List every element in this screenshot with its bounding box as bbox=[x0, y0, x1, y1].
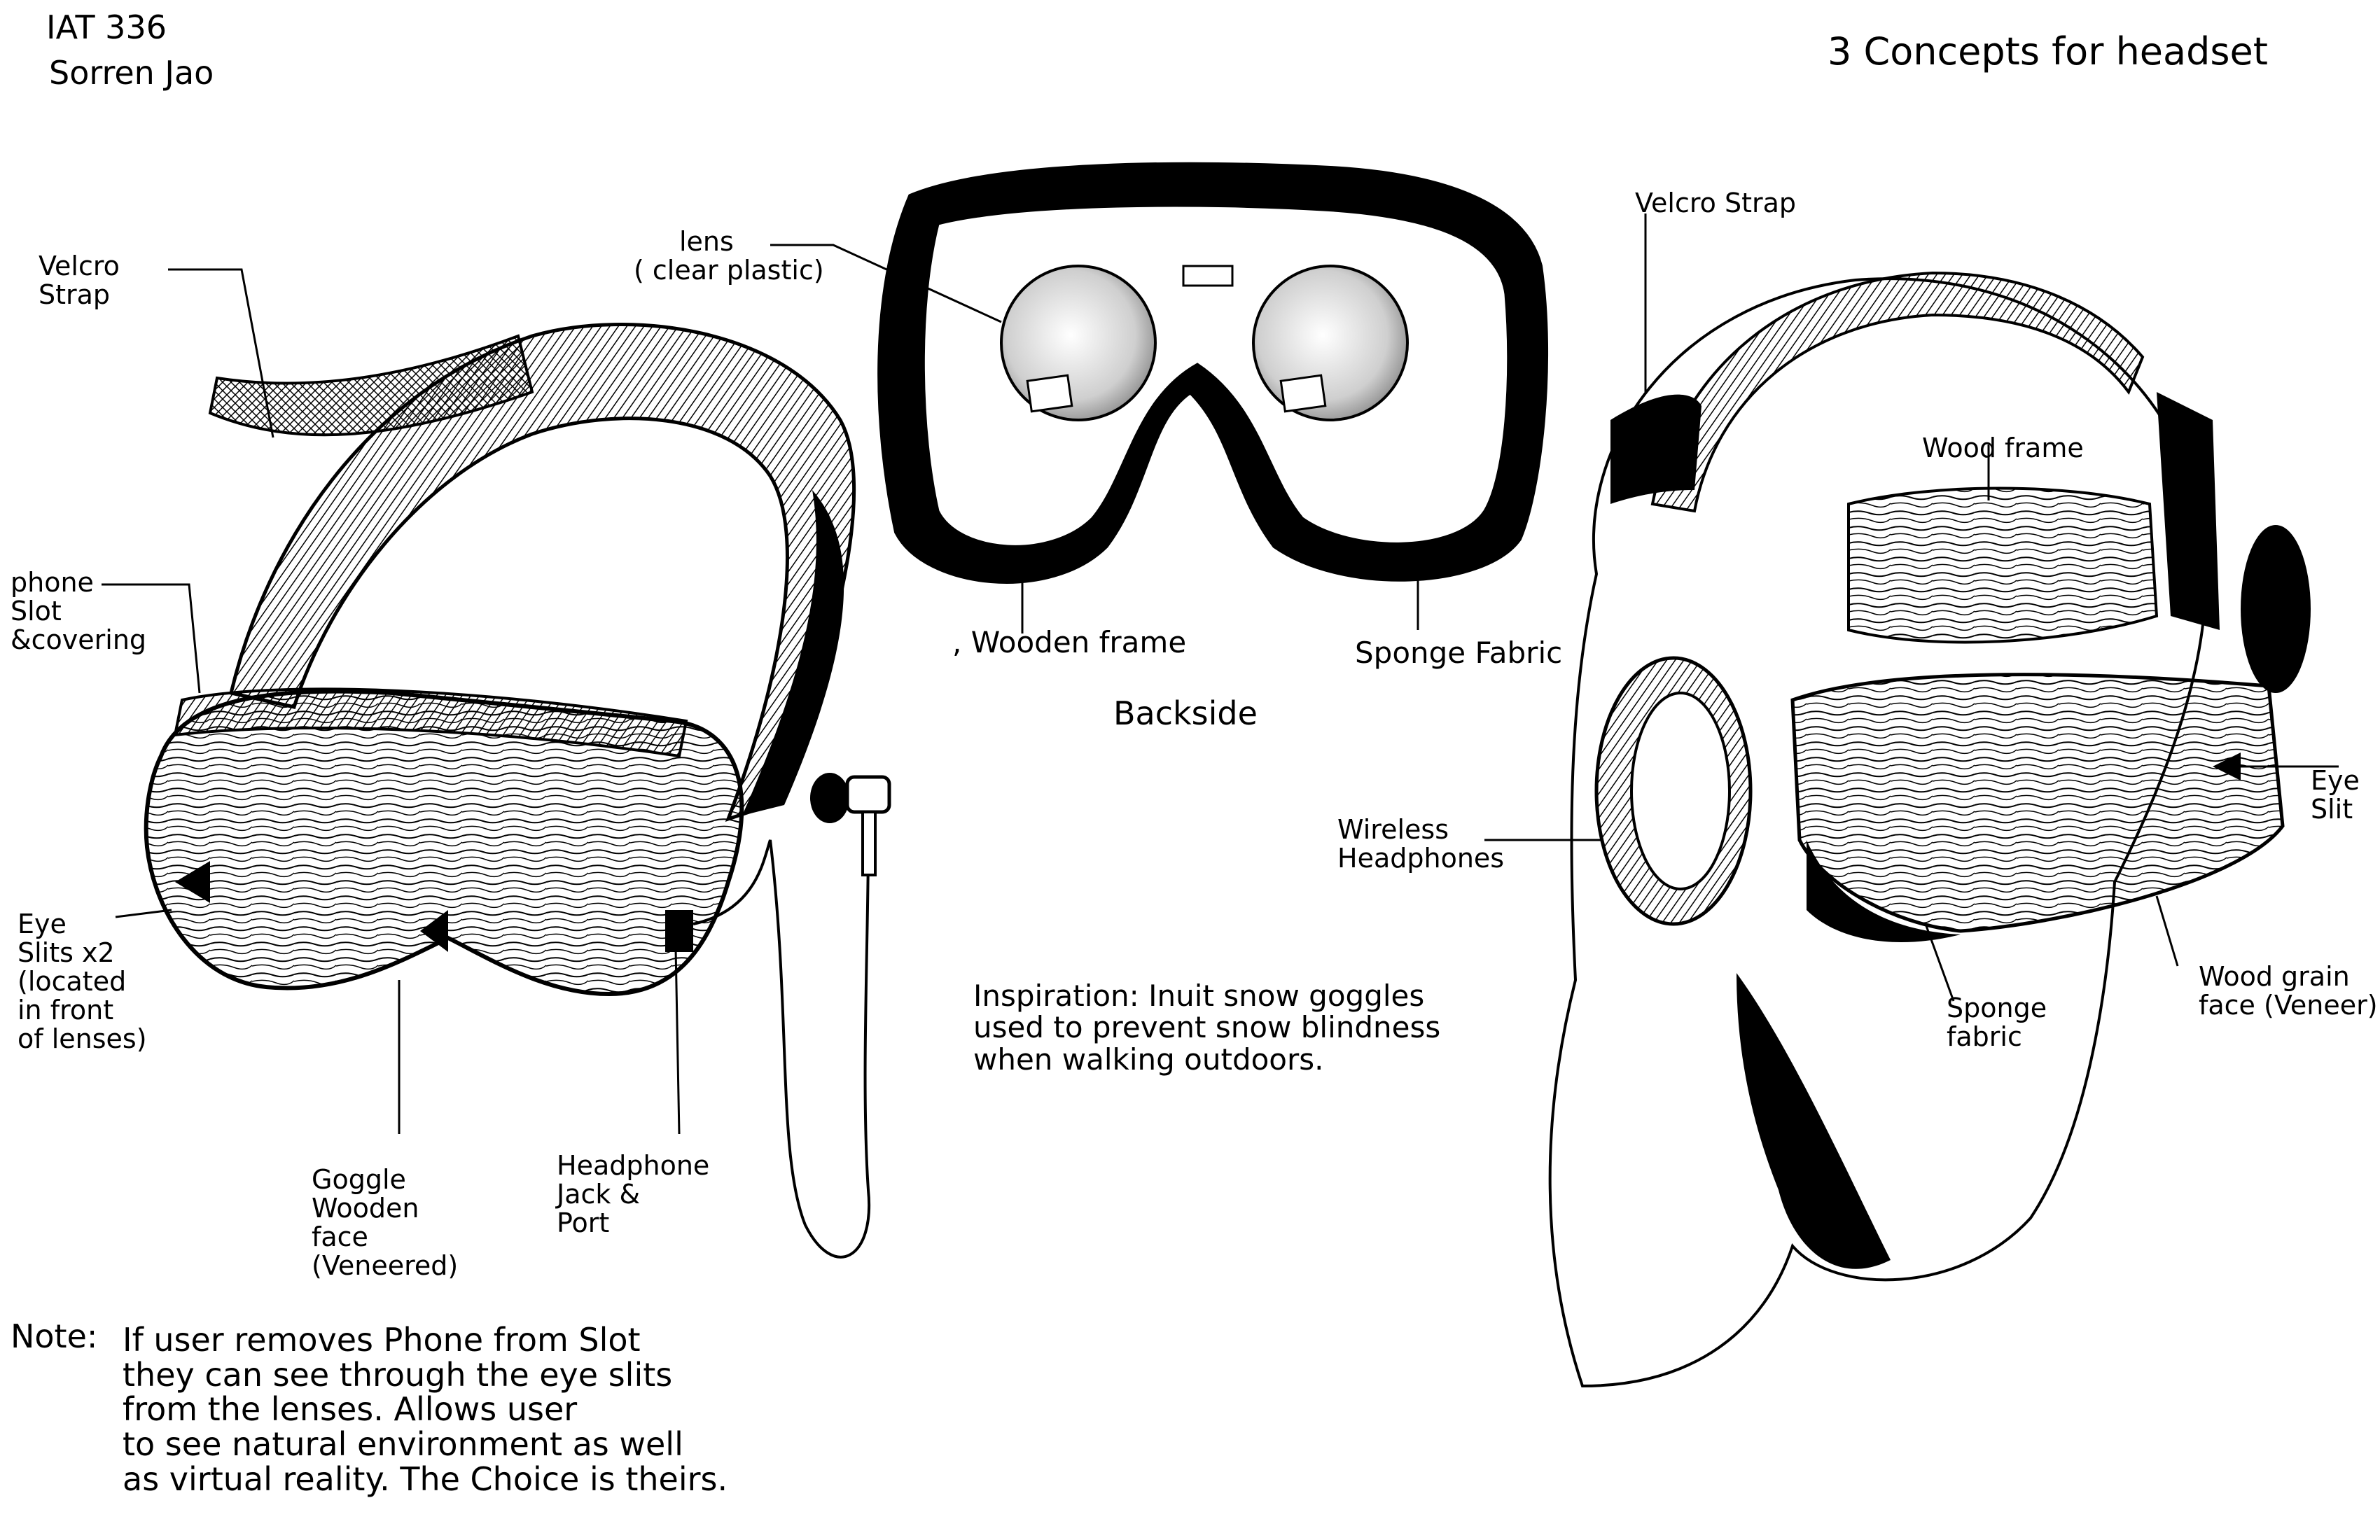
label-line: ( clear plastic) bbox=[634, 256, 824, 285]
label-line: Wooden bbox=[312, 1194, 458, 1223]
label-phone-slot: phone Slot &covering bbox=[11, 568, 146, 654]
label-line: Jack & bbox=[557, 1180, 709, 1209]
label-sponge-fabric: Sponge Fabric bbox=[1355, 637, 1562, 668]
label-line: face bbox=[312, 1223, 458, 1252]
sheet-title: 3 Concepts for headset bbox=[1828, 31, 2268, 72]
label-line: Slits x2 bbox=[18, 939, 147, 967]
label-line: Sponge bbox=[1947, 994, 2047, 1023]
goggle-headphone-port bbox=[665, 910, 693, 952]
label-goggle-face: Goggle Wooden face (Veneered) bbox=[312, 1166, 458, 1280]
label-line: Headphones bbox=[1337, 844, 1504, 873]
inspiration-text: Inspiration: Inuit snow goggles used to … bbox=[973, 980, 1440, 1075]
goggle-concept bbox=[146, 324, 889, 1256]
note-line: If user removes Phone from Slot bbox=[123, 1323, 728, 1358]
label-velcro-strap: Velcro Strap bbox=[39, 252, 120, 309]
note-line: from the lenses. Allows user bbox=[123, 1392, 728, 1427]
note-line: as virtual reality. The Choice is theirs… bbox=[123, 1462, 728, 1497]
label-line: Port bbox=[557, 1209, 709, 1238]
label-head-sponge-fabric: Sponge fabric bbox=[1947, 994, 2047, 1051]
inspiration-line: when walking outdoors. bbox=[973, 1044, 1440, 1075]
backside-concept bbox=[879, 164, 1546, 582]
label-line: lens bbox=[634, 227, 824, 256]
backside-lens-left bbox=[1001, 266, 1155, 420]
label-wireless-headphones: Wireless Headphones bbox=[1337, 816, 1504, 873]
label-line: Wireless bbox=[1337, 816, 1504, 844]
label-lens: lens ( clear plastic) bbox=[634, 227, 824, 285]
label-backside: Backside bbox=[1113, 696, 1258, 732]
label-line: face (Veneer) bbox=[2199, 991, 2378, 1020]
label-line: (located bbox=[18, 967, 147, 996]
label-eye-slits: Eye Slits x2 (located in front of lenses… bbox=[18, 910, 147, 1054]
label-headphone-jack: Headphone Jack & Port bbox=[557, 1152, 709, 1238]
label-wooden-frame: , Wooden frame bbox=[952, 626, 1186, 658]
note-line: they can see through the eye slits bbox=[123, 1358, 728, 1393]
label-line: Velcro bbox=[39, 252, 120, 281]
head-wood-frame bbox=[1849, 489, 2157, 643]
label-line: Eye bbox=[18, 910, 147, 939]
label-line: phone bbox=[11, 568, 146, 597]
label-wood-grain: Wood grain face (Veneer) bbox=[2199, 962, 2378, 1020]
label-head-velcro-strap: Velcro Strap bbox=[1635, 189, 1796, 218]
author-name: Sorren Jao bbox=[49, 56, 214, 91]
label-line: (Veneered) bbox=[312, 1252, 458, 1280]
backside-lens-right bbox=[1253, 266, 1407, 420]
label-line: Goggle bbox=[312, 1166, 458, 1194]
head-velcro-strap bbox=[1610, 395, 1702, 504]
course-code: IAT 336 bbox=[46, 10, 167, 46]
note-line: to see natural environment as well bbox=[123, 1427, 728, 1462]
label-wood-frame: Wood frame bbox=[1922, 434, 2084, 463]
label-line: Slot bbox=[11, 597, 146, 626]
label-line: &covering bbox=[11, 626, 146, 654]
head-ear-cup-inner bbox=[1631, 693, 1730, 889]
note-text: If user removes Phone from Slot they can… bbox=[123, 1323, 728, 1497]
label-line: fabric bbox=[1947, 1023, 2047, 1051]
head-wood-face bbox=[1793, 675, 2283, 931]
label-line: Headphone bbox=[557, 1152, 709, 1180]
inspiration-line: used to prevent snow blindness bbox=[973, 1011, 1440, 1043]
label-line: Strap bbox=[39, 281, 120, 309]
label-line: Slit bbox=[2311, 795, 2360, 824]
goggle-earbud bbox=[810, 773, 889, 875]
note-label: Note: bbox=[11, 1320, 97, 1354]
label-line: of lenses) bbox=[18, 1025, 147, 1054]
inspiration-line: Inspiration: Inuit snow goggles bbox=[973, 980, 1440, 1011]
label-line: in front bbox=[18, 996, 147, 1025]
label-line: Wood grain bbox=[2199, 962, 2378, 991]
label-eye-slit: Eye Slit bbox=[2311, 766, 2360, 824]
label-line: Eye bbox=[2311, 766, 2360, 795]
